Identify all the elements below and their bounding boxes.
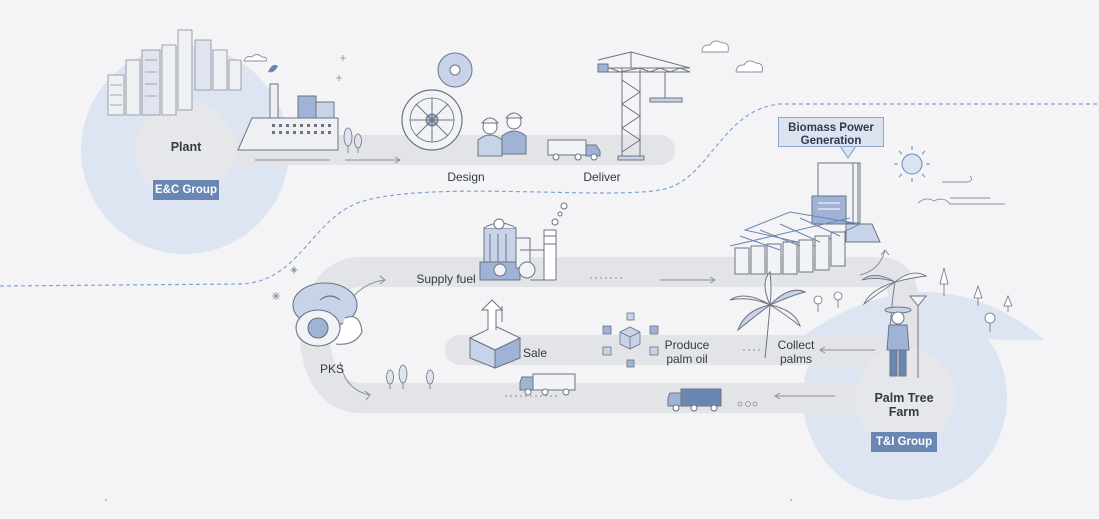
- tree-icon: [343, 127, 362, 153]
- truck-icon: [547, 139, 601, 161]
- ec-group-tag: E&C Group: [153, 180, 219, 200]
- cloud-icon: [243, 40, 763, 73]
- gear-icon: [437, 52, 473, 88]
- leaf-icon: [268, 64, 278, 73]
- palm-tree-icon: [729, 270, 807, 359]
- design-label: Design: [447, 170, 485, 184]
- tree-icon: [386, 364, 434, 389]
- dashed-divider: [0, 103, 1099, 287]
- factory-icon: [237, 83, 339, 151]
- plant-label: Plant: [170, 140, 202, 154]
- tree-icon: [813, 267, 1013, 332]
- supply-fuel-label: Supply fuel: [416, 272, 476, 286]
- farm-hill: [800, 291, 1045, 340]
- corner-marks: [105, 499, 792, 501]
- sun-icon: [894, 146, 930, 182]
- collect-label-line1: Collect: [777, 338, 815, 352]
- collect-label-line2: palms: [779, 352, 812, 366]
- pks-pile-icon: [292, 282, 363, 347]
- engineer-icon: [477, 112, 527, 157]
- truck-icon: [519, 373, 576, 396]
- exhaust-puffs: [737, 401, 758, 407]
- gear-icon: [401, 89, 463, 151]
- truck-icon: [667, 388, 722, 412]
- plant-hub: [135, 100, 235, 200]
- cube-icon: [602, 312, 659, 368]
- produce-label-line1: Produce: [664, 338, 710, 352]
- direction-arrows: [255, 156, 890, 401]
- boiler-icon: [479, 202, 568, 281]
- biomass-callout-line2: Generation: [800, 135, 862, 147]
- farm-label-line1: Palm Tree: [874, 391, 934, 405]
- farmer-icon: [884, 295, 928, 378]
- biomass-callout: Biomass Power Generation: [778, 117, 884, 147]
- produce-label-line2: palm oil: [666, 352, 708, 366]
- ti-group-tag: T&I Group: [871, 432, 937, 452]
- farm-label: Palm Tree Farm: [868, 391, 940, 419]
- biomass-callout-line1: Biomass Power: [788, 122, 874, 134]
- pks-label: PKS: [319, 362, 344, 376]
- tower-crane-icon: [597, 51, 691, 161]
- road-connector: [878, 257, 920, 398]
- city-skyline-icon: [107, 29, 242, 116]
- wind-lines: [917, 175, 1005, 205]
- sparkle-icons: [272, 55, 346, 300]
- sale-label: Sale: [522, 346, 548, 360]
- power-plant-icon: [729, 162, 881, 275]
- box-icon: [468, 299, 522, 369]
- collect-label: Collect palms: [772, 338, 820, 366]
- farm-label-line2: Farm: [888, 405, 920, 419]
- palm-tree-icon: [861, 272, 928, 331]
- deliver-label: Deliver: [583, 170, 621, 184]
- farm-hub: [855, 348, 955, 448]
- produce-label: Produce palm oil: [658, 338, 716, 366]
